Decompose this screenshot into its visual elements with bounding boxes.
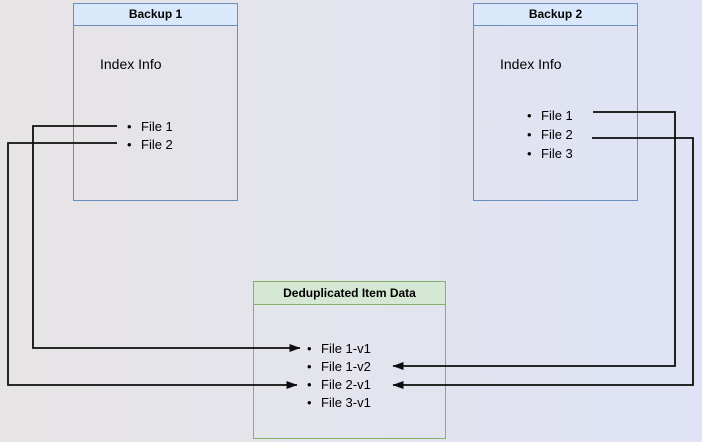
bullet-icon: • [527, 127, 532, 142]
bullet-icon: • [527, 146, 532, 161]
backup2-file-item: • File 3 [527, 144, 573, 163]
backup1-body: Index Info • File 1 • File 2 [74, 26, 237, 200]
bullet-icon: • [307, 395, 312, 410]
backup2-file-list: • File 1 • File 2 • File 3 [527, 106, 573, 163]
bullet-icon: • [307, 377, 312, 392]
backup2-file-item: • File 1 [527, 106, 573, 125]
dedup-item: • File 3-v1 [307, 394, 371, 412]
file-label: File 3-v1 [321, 395, 371, 410]
file-label: File 1-v1 [321, 341, 371, 356]
backup2-file-item: • File 2 [527, 125, 573, 144]
bullet-icon: • [307, 341, 312, 356]
backup2-index-info-label: Index Info [500, 56, 562, 72]
backup2-title: Backup 2 [474, 4, 637, 26]
backup2-box: Backup 2 Index Info • File 1 • File 2 • Fil… [473, 3, 638, 201]
file-label: File 1-v2 [321, 359, 371, 374]
dedup-item-list: • File 1-v1 • File 1-v2 • File 2-v1 • File 3… [307, 340, 371, 412]
file-label: File 3 [541, 146, 573, 161]
dedup-item: • File 1-v1 [307, 340, 371, 358]
backup1-file-item: • File 1 [127, 118, 173, 136]
deduplicated-item-data-body: • File 1-v1 • File 1-v2 • File 2-v1 • File 3… [254, 305, 445, 439]
backup1-file-list: • File 1 • File 2 [127, 118, 173, 154]
file-label: File 2 [141, 137, 173, 152]
backup2-body: Index Info • File 1 • File 2 • File 3 [474, 26, 637, 200]
bullet-icon: • [527, 108, 532, 123]
backup1-index-info-label: Index Info [100, 56, 162, 72]
file-label: File 2 [541, 127, 573, 142]
dedup-item: • File 2-v1 [307, 376, 371, 394]
backup1-title: Backup 1 [74, 4, 237, 26]
file-label: File 1 [141, 119, 173, 134]
bullet-icon: • [127, 119, 132, 134]
bullet-icon: • [127, 137, 132, 152]
deduplicated-item-data-box: Deduplicated Item Data • File 1-v1 • File … [253, 281, 446, 439]
file-label: File 2-v1 [321, 377, 371, 392]
bullet-icon: • [307, 359, 312, 374]
backup1-box: Backup 1 Index Info • File 1 • File 2 [73, 3, 238, 201]
dedup-item: • File 1-v2 [307, 358, 371, 376]
deduplicated-item-data-title: Deduplicated Item Data [254, 282, 445, 305]
file-label: File 1 [541, 108, 573, 123]
backup1-file-item: • File 2 [127, 136, 173, 154]
